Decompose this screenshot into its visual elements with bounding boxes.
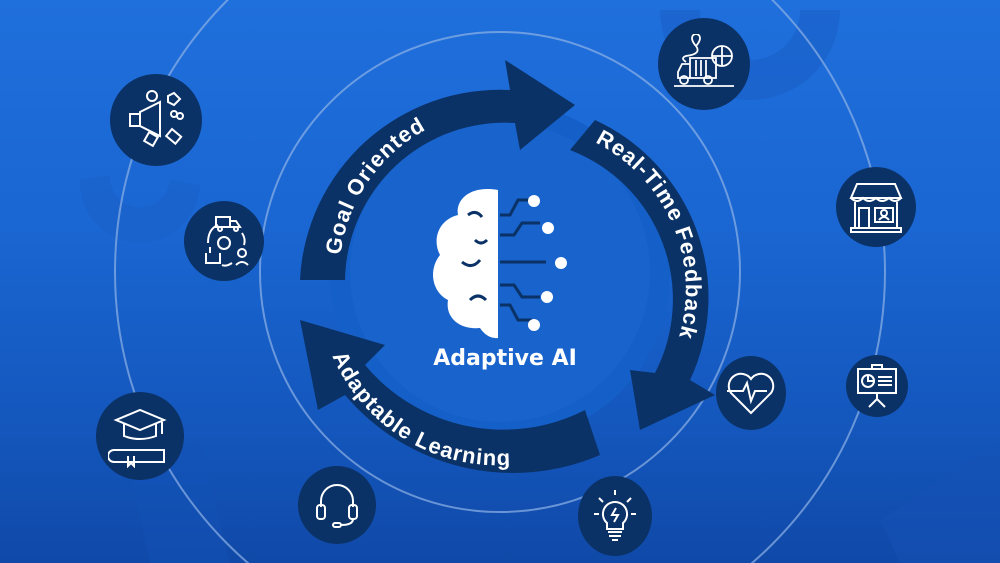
center-title: Adaptive AI: [433, 346, 577, 371]
storefront-icon: [836, 167, 916, 247]
delivery-truck-globe-icon: [658, 18, 750, 110]
heart-pulse-icon: [716, 356, 786, 430]
headset-icon: [298, 466, 376, 544]
graduation-cap-book-icon: [96, 392, 184, 480]
real-time-feedback-arrow: [570, 120, 715, 430]
lightbulb-icon: [578, 476, 652, 556]
supply-chain-cycle-icon: [184, 201, 264, 281]
marketing-megaphone-icon: [110, 74, 202, 166]
presentation-board-icon: [846, 355, 908, 417]
adaptable-learning-arrow: [300, 320, 600, 473]
goal-oriented-arrow: [300, 60, 575, 280]
